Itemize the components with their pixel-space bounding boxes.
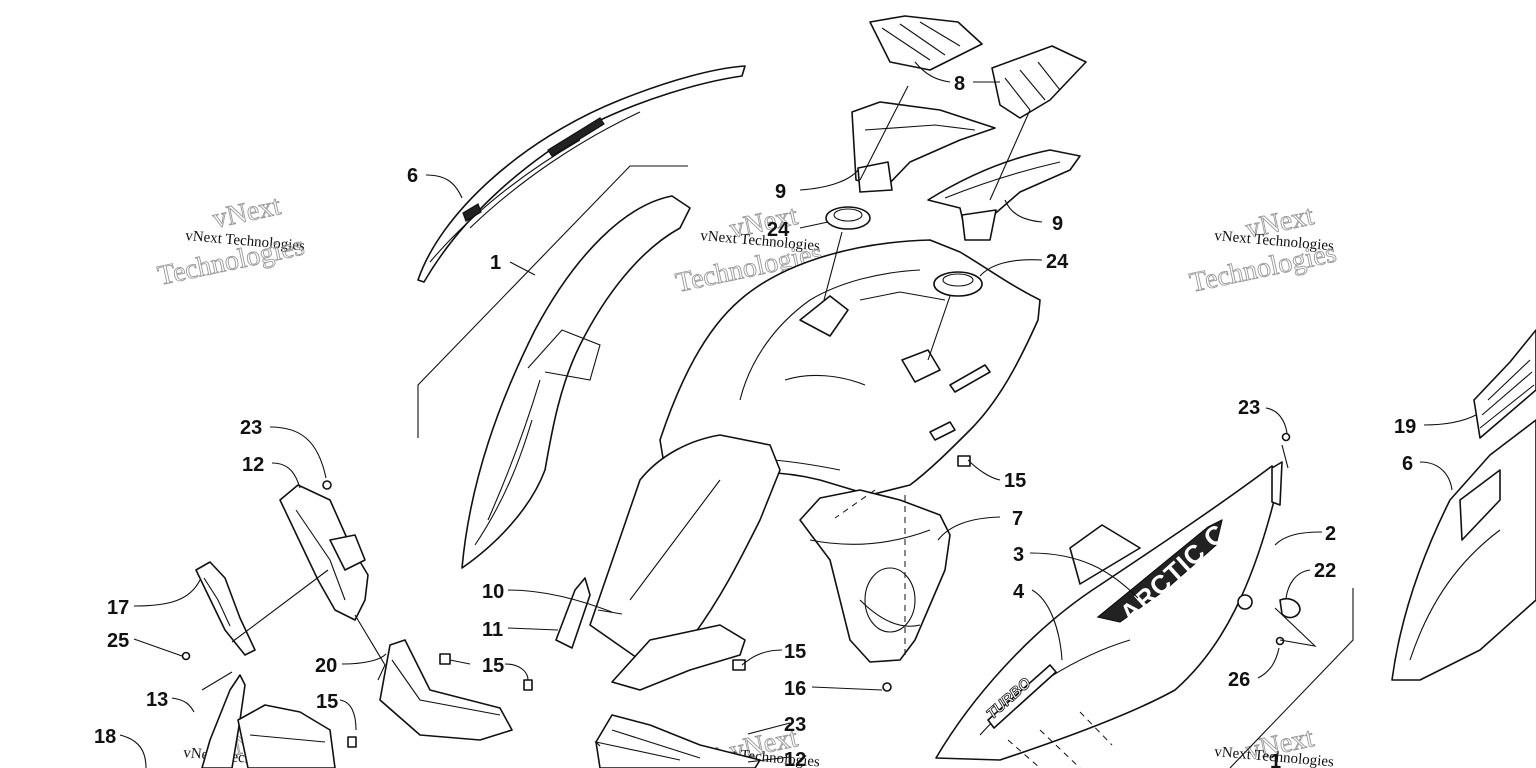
vent-screen-left-part <box>869 15 983 71</box>
hood-part <box>659 239 1041 496</box>
watermark-right: vNext vNext Technologies Technologies <box>1187 200 1340 299</box>
callout-4: 4 <box>1013 581 1025 603</box>
callout-6: 6 <box>407 165 418 187</box>
callout-12: 12 <box>242 454 264 476</box>
callout-15: 15 <box>482 655 504 677</box>
callout-22: 22 <box>1314 560 1336 582</box>
watermark-left: vNext vNext Technologies Technologies <box>155 190 308 292</box>
callout-9: 9 <box>775 181 786 203</box>
callout-18: 18 <box>94 726 116 748</box>
callout-11: 11 <box>482 619 503 641</box>
callout-7: 7 <box>1012 508 1023 530</box>
nose-lower-part <box>555 434 781 691</box>
callout-15: 15 <box>1004 470 1026 492</box>
callout-3: 3 <box>1013 544 1024 566</box>
callout-15: 15 <box>784 641 806 663</box>
push-nut-22 <box>1279 597 1301 619</box>
rivet-26 <box>1275 636 1285 646</box>
windshield-trim-part <box>417 65 746 283</box>
callout-8: 8 <box>954 73 965 95</box>
clip-15-right <box>957 455 971 467</box>
callout-26: 26 <box>1228 669 1250 691</box>
callout-23: 23 <box>784 714 806 736</box>
screw-16 <box>882 682 892 692</box>
lower-skirt-left-part <box>379 639 513 741</box>
vent-housing-left-part <box>851 101 996 193</box>
callout-24: 24 <box>767 219 790 241</box>
callout-23: 23 <box>1238 397 1260 419</box>
callout-2: 2 <box>1325 523 1336 545</box>
callout-6: 6 <box>1402 453 1413 475</box>
callout-23: 23 <box>240 417 262 439</box>
right-side-panel-part: ARCTIC CAT TURBO <box>935 461 1283 761</box>
right-side-panel-lower-detail <box>1007 711 1113 768</box>
vent-housing-right-part <box>927 149 1081 241</box>
clip-15-center <box>732 659 746 671</box>
left-bracket-part <box>279 484 369 621</box>
callout-1: 1 <box>490 252 501 274</box>
callout-16: 16 <box>784 678 806 700</box>
callout-10: 10 <box>482 581 504 603</box>
grommet-left-part <box>825 206 871 230</box>
bottom-center-panel-part <box>595 714 761 768</box>
left-mirror-part <box>195 561 256 656</box>
clip-15-bottom <box>347 736 357 748</box>
callout-17: 17 <box>107 597 129 619</box>
callout-1: 1 <box>1270 751 1281 768</box>
alignment-lines <box>201 85 1354 768</box>
callout-25: 25 <box>107 630 129 652</box>
screw-25 <box>181 651 191 661</box>
callout-13: 13 <box>146 689 168 711</box>
fastener-23-right <box>1281 432 1291 442</box>
grommet-right-part <box>933 271 983 297</box>
watermark-brand-top: vNext <box>210 190 284 235</box>
callout-24: 24 <box>1046 251 1069 273</box>
fastener-23-left <box>322 480 332 490</box>
right-cowl-part <box>1391 419 1536 681</box>
clip-15-lower <box>523 679 533 691</box>
intake-duct-part <box>799 489 951 663</box>
callout-labels: 6 1 8 9 9 24 24 23 12 17 25 20 15 15 15 … <box>94 73 1416 768</box>
callout-12: 12 <box>784 749 806 768</box>
bottom-left-panel-part <box>201 674 336 768</box>
left-side-panel-part <box>461 195 691 569</box>
callout-15: 15 <box>316 691 338 713</box>
right-vent-screen-part <box>1473 329 1536 439</box>
callout-9: 9 <box>1052 213 1063 235</box>
clip-15-left <box>439 653 451 665</box>
leader-lines <box>119 61 1477 768</box>
vent-screen-right-part <box>991 45 1087 119</box>
callout-19: 19 <box>1394 416 1416 438</box>
grommet-22-part <box>1237 594 1253 610</box>
callout-20: 20 <box>315 655 337 677</box>
